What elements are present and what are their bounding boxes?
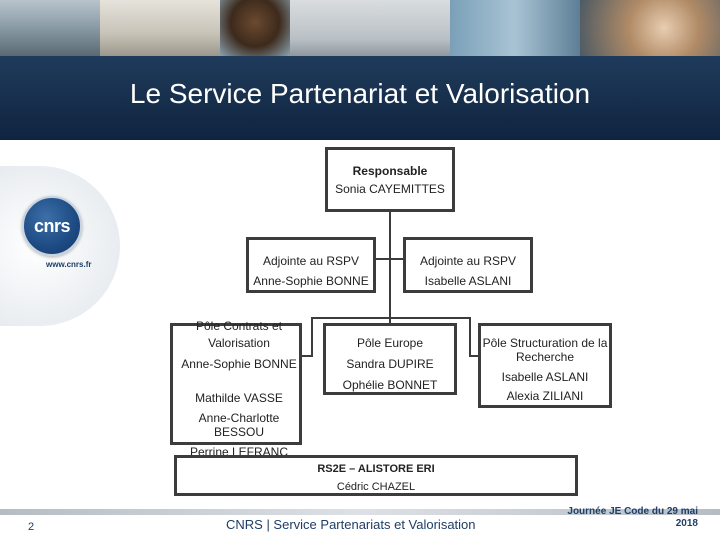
pole-title: Pôle Contrats et Valorisation xyxy=(195,319,283,350)
header-photo-strip xyxy=(0,0,720,56)
connector-right-drop xyxy=(469,317,471,357)
connector-to-contrats xyxy=(300,355,313,357)
header-photo xyxy=(100,0,220,56)
header-banner xyxy=(0,0,720,140)
org-box-responsable: Responsable Sonia CAYEMITTES xyxy=(325,147,455,212)
pole-lead: Anne-Sophie BONNE xyxy=(181,357,297,371)
rs2e-title: RS2E – ALISTORE ERI xyxy=(317,463,435,475)
cnrs-logo-mark: cnrs xyxy=(22,196,82,256)
pole-title: Pôle Structuration de la Recherche xyxy=(482,336,608,364)
pole-title: Pôle Europe xyxy=(356,336,424,350)
header-photo xyxy=(220,0,290,56)
slide-title: Le Service Partenariat et Valorisation xyxy=(129,78,591,109)
org-box-adjointe-right: Adjointe au RSPV Isabelle ASLANI xyxy=(403,237,533,293)
footer-center-text: CNRS | Service Partenariats et Valorisat… xyxy=(226,517,476,532)
header-photo xyxy=(450,0,580,56)
connector-left-drop xyxy=(311,317,313,357)
org-box-pole-structuration: Pôle Structuration de la Recherche Isabe… xyxy=(478,323,612,408)
connector-deputy-left xyxy=(374,258,404,260)
title-band xyxy=(0,56,720,140)
role-label: Adjointe au RSPV xyxy=(419,254,517,268)
logo-url: www.cnrs.fr xyxy=(46,260,92,269)
team-member: Alexia ZILIANI xyxy=(506,389,584,403)
org-box-pole-contrats: Pôle Contrats et Valorisation Anne-Sophi… xyxy=(170,319,302,459)
role-label: Adjointe au RSPV xyxy=(262,254,360,268)
footer-divider xyxy=(0,509,720,515)
org-box-adjointe-left: Adjointe au RSPV Anne-Sophie BONNE xyxy=(246,237,376,293)
team-member: Ophélie BONNET xyxy=(342,378,438,392)
org-box-pole-europe: Pôle Europe Sandra DUPIRE Ophélie BONNET xyxy=(323,323,457,395)
connector-horizontal xyxy=(311,317,471,319)
person-name: Sonia CAYEMITTES xyxy=(335,182,445,196)
header-photo xyxy=(580,0,720,56)
person-name: Isabelle ASLANI xyxy=(424,274,512,288)
header-photo xyxy=(0,0,100,56)
connector-to-structuration xyxy=(469,355,480,357)
person-name: Cédric CHAZEL xyxy=(336,481,416,493)
team-member: Mathilde VASSE xyxy=(195,391,283,405)
role-label: Responsable xyxy=(352,164,428,178)
pole-lead: Sandra DUPIRE xyxy=(346,357,434,371)
team-member: Anne-Charlotte BESSOU xyxy=(198,411,280,439)
footer-date-line1: Journée JE Code du 29 mai xyxy=(567,506,698,517)
org-box-rs2e: RS2E – ALISTORE ERI Cédric CHAZEL xyxy=(174,455,578,496)
pole-lead: Isabelle ASLANI xyxy=(501,370,589,384)
cnrs-logo: cnrs www.cnrs.fr xyxy=(0,158,150,328)
header-photo xyxy=(290,0,450,56)
footer-date-line2: 2018 xyxy=(675,518,698,529)
footer-date: Journée JE Code du 29 mai 2018 xyxy=(548,506,698,530)
page-number: 2 xyxy=(28,521,35,533)
person-name: Anne-Sophie BONNE xyxy=(253,274,369,288)
connector-head-down xyxy=(389,211,391,317)
